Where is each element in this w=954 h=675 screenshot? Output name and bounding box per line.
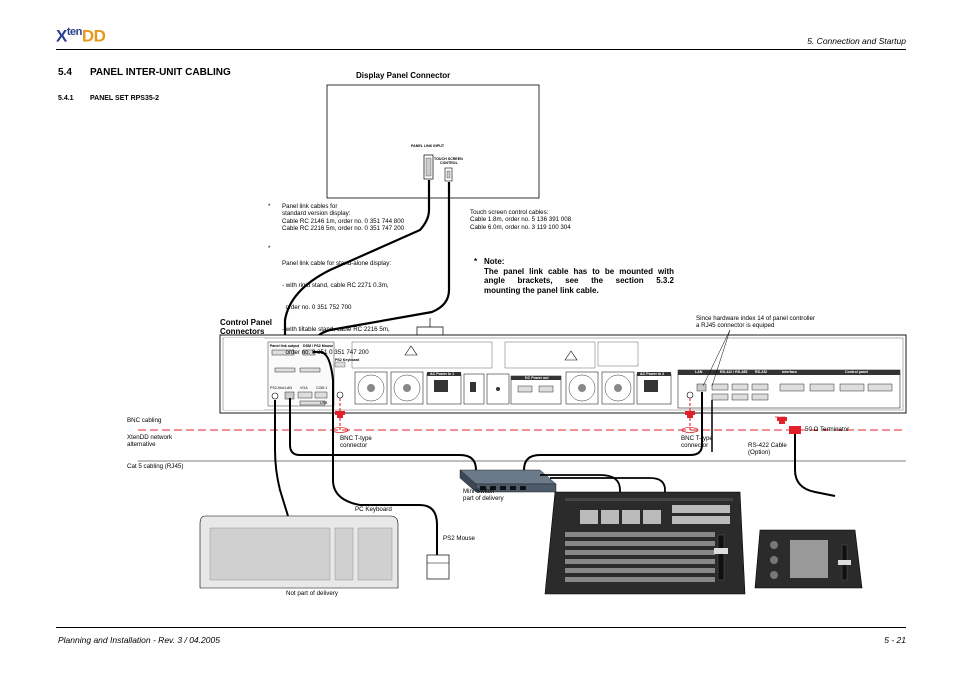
bnc-port-left — [336, 391, 344, 399]
rear-usb: USB — [320, 401, 328, 405]
lan-cable-right — [523, 392, 703, 472]
mouse-cable — [313, 351, 438, 555]
display-panel-title: Display Panel Connector — [356, 71, 451, 80]
touch-screen-label-1: TOUCH SCREEN — [434, 157, 463, 161]
rear-ac-power-2: AC Power In 2 — [640, 372, 665, 376]
pc-keyboard-label: PC Keyboard — [355, 506, 392, 513]
vent-grill-left — [224, 338, 264, 410]
ps2-kbd-port — [271, 392, 279, 400]
rear-ps2-kbd-b: PS2-Kbd — [270, 386, 285, 390]
com1-port — [314, 391, 328, 399]
pc-keyboard — [199, 515, 399, 589]
panel-link-cables-note: Panel link cables for standard version d… — [282, 203, 405, 233]
touch-cables-note: Touch screen control cables: Cable 1.8m,… — [470, 209, 572, 231]
xtendd-logo: XtenDD — [56, 26, 106, 46]
page-number: 5 - 21 — [884, 635, 906, 645]
network-alternative-label: XtenDD network alternative — [127, 434, 173, 449]
lan-port-right — [696, 383, 707, 392]
bnc-cabling-label: BNC cabling — [127, 417, 162, 424]
display-panel-box — [326, 84, 540, 199]
touch-screen-label-2: CONTROL — [440, 161, 458, 165]
rs422-cable — [794, 434, 836, 497]
bullet-2: * — [268, 245, 271, 252]
angle-bracket — [416, 326, 444, 335]
control-panel-connectors-label: Control Panel Connectors — [220, 318, 273, 336]
lan-cable-left — [289, 398, 477, 472]
mini-switch — [459, 469, 557, 493]
rear-control-panel: Control panel — [845, 370, 869, 374]
bnc-t-right-label: BNC T-type connector — [681, 435, 713, 450]
vga-port — [297, 391, 313, 399]
aux-control-panel — [754, 529, 863, 589]
header-rule — [56, 49, 906, 50]
rear-panel-link-output: Panel link output — [270, 344, 299, 348]
fan-1 — [354, 371, 388, 405]
bullet-1: * — [268, 203, 271, 210]
bnc-t-left-label: BNC T-type connector — [340, 435, 372, 450]
rear-lan-right: LAN — [695, 370, 703, 374]
svg-text:RS-422: RS-422 — [775, 415, 786, 419]
rear-com1: COM 1 — [316, 386, 328, 390]
panel-link-output-port — [271, 349, 295, 356]
fan-4 — [601, 371, 635, 405]
ps2-mouse-label: PS2 Mouse — [443, 535, 475, 542]
footer-rule — [56, 627, 906, 628]
rear-dsm: DSM / PS2 Mouse — [303, 344, 334, 348]
footer-revision: Planning and Installation - Rev. 3 / 04.… — [58, 635, 220, 645]
bnc-t-right — [681, 427, 699, 433]
fan-2 — [390, 371, 424, 405]
standalone-cables-note: Panel link cable for stand-alone display… — [282, 259, 392, 356]
hardware-index-note: Since hardware index 14 of panel control… — [696, 315, 816, 330]
control-panel-port — [839, 383, 865, 392]
rear-interface: Interface — [782, 370, 797, 374]
rear-ps2-kbd: PS2 Keyboard — [335, 358, 360, 362]
interface-port — [779, 383, 805, 392]
keyboard-cable — [274, 400, 289, 517]
not-part-label: Not part of delivery — [286, 590, 338, 597]
rear-rs232: RS-232 — [755, 370, 768, 374]
fan-3 — [565, 371, 599, 405]
rear-ac-power-1: AC Power In 1 — [430, 372, 455, 376]
mini-switch-label: Mini Switch part of delivery — [463, 488, 504, 503]
bnc-port-right — [686, 391, 694, 399]
rear-vga: VGA — [300, 386, 308, 390]
panel-link-input-label: PANEL LINK INPUT — [411, 144, 445, 148]
rear-lan: LAN — [285, 386, 292, 390]
lan-port — [284, 391, 295, 400]
ps2-mouse — [426, 554, 450, 580]
header-section-title: 5. Connection and Startup — [807, 36, 906, 46]
cat5-label: Cat 5 cabling (RJ45) — [127, 463, 184, 470]
rs422-cable-label: RS-422 Cable (Option) — [748, 442, 787, 457]
panel-link-cable — [283, 180, 431, 345]
note-bullet: * — [474, 257, 478, 266]
main-control-panel — [544, 491, 746, 595]
rear-rs422: RS-422 / RS-485 — [720, 370, 748, 374]
terminator-label: 50 Ω Terminator — [805, 426, 850, 433]
mounting-note: Note: The panel link cable has to be mou… — [484, 257, 674, 295]
bnc-connector-icons — [335, 411, 801, 434]
rear-dc-power: DC Power out — [525, 376, 549, 380]
